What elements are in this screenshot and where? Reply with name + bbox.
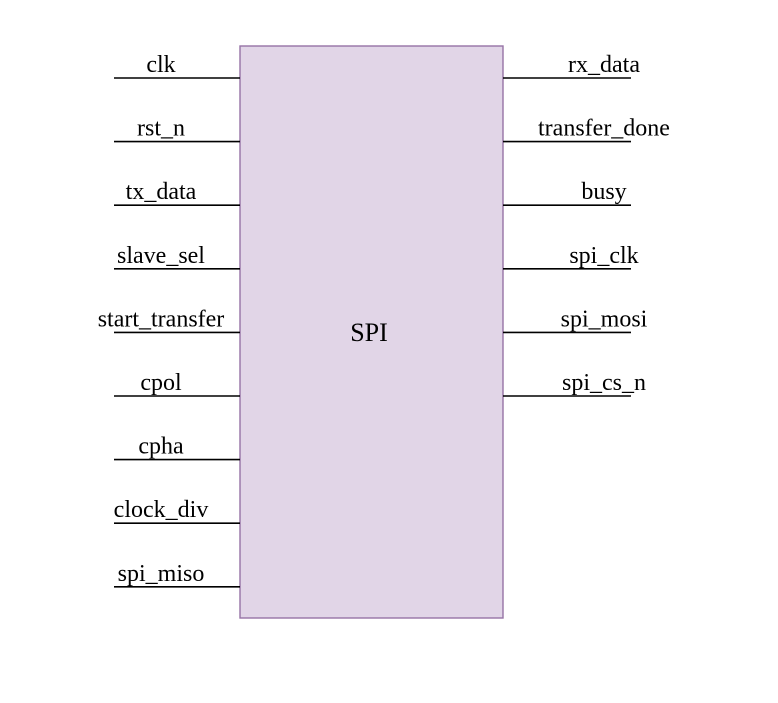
input-pin-label: slave_sel [117,243,205,269]
input-pin-label: clock_div [114,497,209,523]
output-pin-transfer-done: transfer_done [503,116,670,143]
output-pin-label: transfer_done [538,116,670,142]
input-pin-spi-miso: spi_miso [114,561,240,588]
input-pin-start-transfer: start_transfer [98,306,240,334]
input-pin-cpol: cpol [114,370,240,397]
input-pin-label: spi_miso [118,561,205,587]
input-pin-label: tx_data [126,179,197,205]
output-pin-label: spi_mosi [561,306,648,332]
output-pin-label: busy [581,179,626,205]
input-pin-slave-sel: slave_sel [114,243,240,270]
input-pin-cpha: cpha [114,434,240,461]
input-pin-clk: clk [114,52,240,79]
output-pin-spi-clk: spi_clk [503,243,639,270]
input-pin-label: cpol [140,370,182,396]
output-pin-label: spi_cs_n [562,370,646,396]
input-pin-tx-data: tx_data [114,179,240,206]
module-name: SPI [350,318,388,347]
spi-module-block [239,45,504,619]
output-pin-label: rx_data [568,52,640,78]
output-pin-label: spi_clk [569,243,638,269]
output-pin-spi-mosi: spi_mosi [503,306,648,334]
input-pin-label: cpha [138,434,184,460]
output-pin-busy: busy [503,179,631,206]
input-pins: clk rst_n tx_data slave_sel start_transfercp… [98,52,240,588]
input-pin-label: start_transfer [98,306,225,332]
input-pin-rst-n: rst_n [114,116,240,143]
input-pin-clock-div: clock_div [114,497,240,525]
output-pin-spi-cs-n: spi_cs_n [503,370,646,397]
input-pin-label: clk [146,52,175,78]
input-pin-label: rst_n [137,116,185,142]
output-pin-rx-data: rx_data [503,52,640,79]
